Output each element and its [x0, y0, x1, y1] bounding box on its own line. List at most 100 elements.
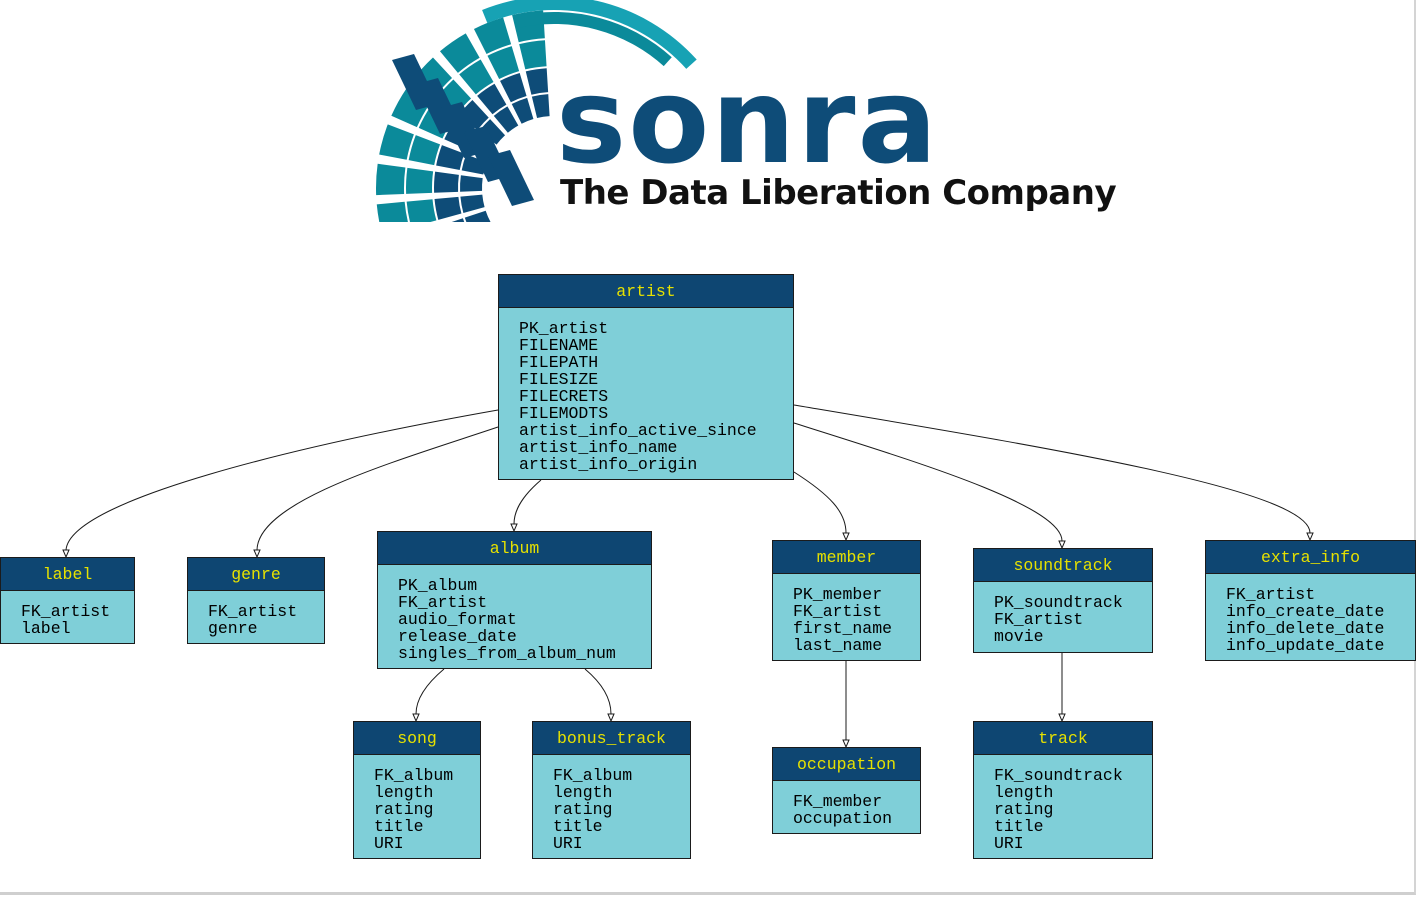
logo-arc-segment	[493, 106, 519, 133]
logo-arc-segment	[473, 17, 512, 55]
entity-field: label	[21, 619, 71, 638]
entity-field: length	[553, 783, 613, 802]
arrowhead-extra_info	[1306, 532, 1314, 542]
entity-field: movie	[994, 627, 1044, 646]
logo-arc-segment	[406, 199, 437, 222]
edge-artist-member	[793, 471, 847, 534]
entity-field: artist_info_active_since	[519, 421, 757, 440]
logo-arc-segment	[478, 119, 506, 145]
entity-field: artist_info_origin	[519, 455, 698, 474]
edge-album-bonus_track	[584, 668, 612, 715]
logo-tagline: The Data Liberation Company	[560, 173, 1117, 213]
logo-block	[488, 150, 534, 206]
entity-field: info_update_date	[1226, 636, 1385, 655]
entity-header: member	[773, 541, 920, 574]
entity-field: FK_member	[793, 792, 883, 811]
entity-header: track	[974, 722, 1152, 755]
logo-arc-segment	[460, 175, 483, 192]
entity-field: rating	[374, 800, 434, 819]
entity-field: PK_artist	[519, 319, 609, 338]
entity-field: occupation	[793, 809, 893, 828]
arrowhead-genre	[253, 549, 261, 559]
entity-field: length	[374, 783, 434, 802]
entity-header: occupation	[773, 748, 920, 781]
entity-header: album	[378, 532, 651, 565]
logo-arc-segment	[434, 196, 462, 220]
entity-field: URI	[994, 834, 1024, 853]
entity-header: extra_info	[1206, 541, 1415, 574]
entity-field: genre	[208, 619, 258, 638]
entity-field: FK_album	[374, 766, 454, 785]
logo-arc-segment	[406, 167, 434, 194]
logo-arc-segment	[458, 99, 489, 131]
edge-artist-soundtrack	[793, 422, 1063, 542]
logo-arc-segment	[451, 218, 465, 222]
entity-field: rating	[994, 800, 1054, 819]
logo-arc-segment	[376, 163, 406, 196]
entity-field: artist_info_name	[519, 438, 678, 457]
arrowhead-soundtrack	[1058, 540, 1066, 550]
logo-arc-segment	[408, 135, 441, 166]
entity-field: FK_artist	[21, 602, 111, 621]
logo-arc-segment	[477, 83, 507, 115]
entity-field: FK_artist	[793, 602, 883, 621]
logo-arc-segment	[525, 68, 549, 95]
logo-arc-segment	[482, 0, 697, 69]
logo-arc-segment	[531, 94, 550, 119]
logo-arc-segment	[487, 46, 520, 80]
edge-album-song	[415, 668, 445, 715]
sonra-logo	[322, 0, 1102, 222]
arrowhead-occupation	[842, 739, 850, 749]
logo-arc-segment	[379, 124, 414, 160]
entity-header: artist	[499, 275, 793, 308]
entity-field: URI	[553, 834, 583, 853]
entity-field: PK_member	[793, 585, 883, 604]
entity-field: FK_artist	[994, 610, 1084, 629]
logo-arc-icon	[376, 0, 697, 222]
logo-arc-segment	[517, 11, 672, 67]
entity-header: soundtrack	[974, 549, 1152, 582]
logo-arc-segment	[436, 145, 465, 170]
entity-field: PK_album	[398, 576, 478, 595]
edge-artist-genre	[256, 426, 499, 551]
logo-wordmark: sonra	[556, 52, 940, 190]
entity-header: genre	[188, 558, 324, 591]
entity-field: FK_artist	[1226, 585, 1316, 604]
entity-field: FILENAME	[519, 336, 599, 355]
entity-header: label	[1, 558, 134, 591]
entity-field: FK_soundtrack	[994, 766, 1123, 785]
entity-field: FILECRETS	[519, 387, 609, 406]
arrowhead-member	[842, 532, 850, 542]
entity-field: info_create_date	[1226, 602, 1385, 621]
entity-field: audio_format	[398, 610, 517, 629]
entity-field: title	[994, 817, 1044, 836]
entity-field: first_name	[793, 619, 893, 638]
logo-arc-segment	[439, 33, 480, 73]
entity-field: URI	[374, 834, 404, 853]
arrowhead-bonus_track	[607, 713, 615, 723]
entity-field: release_date	[398, 627, 517, 646]
edge-artist-extra_info	[793, 404, 1311, 534]
edge-artist-label	[65, 409, 499, 551]
arrowhead-song	[412, 713, 420, 723]
entity-header: bonus_track	[533, 722, 690, 755]
